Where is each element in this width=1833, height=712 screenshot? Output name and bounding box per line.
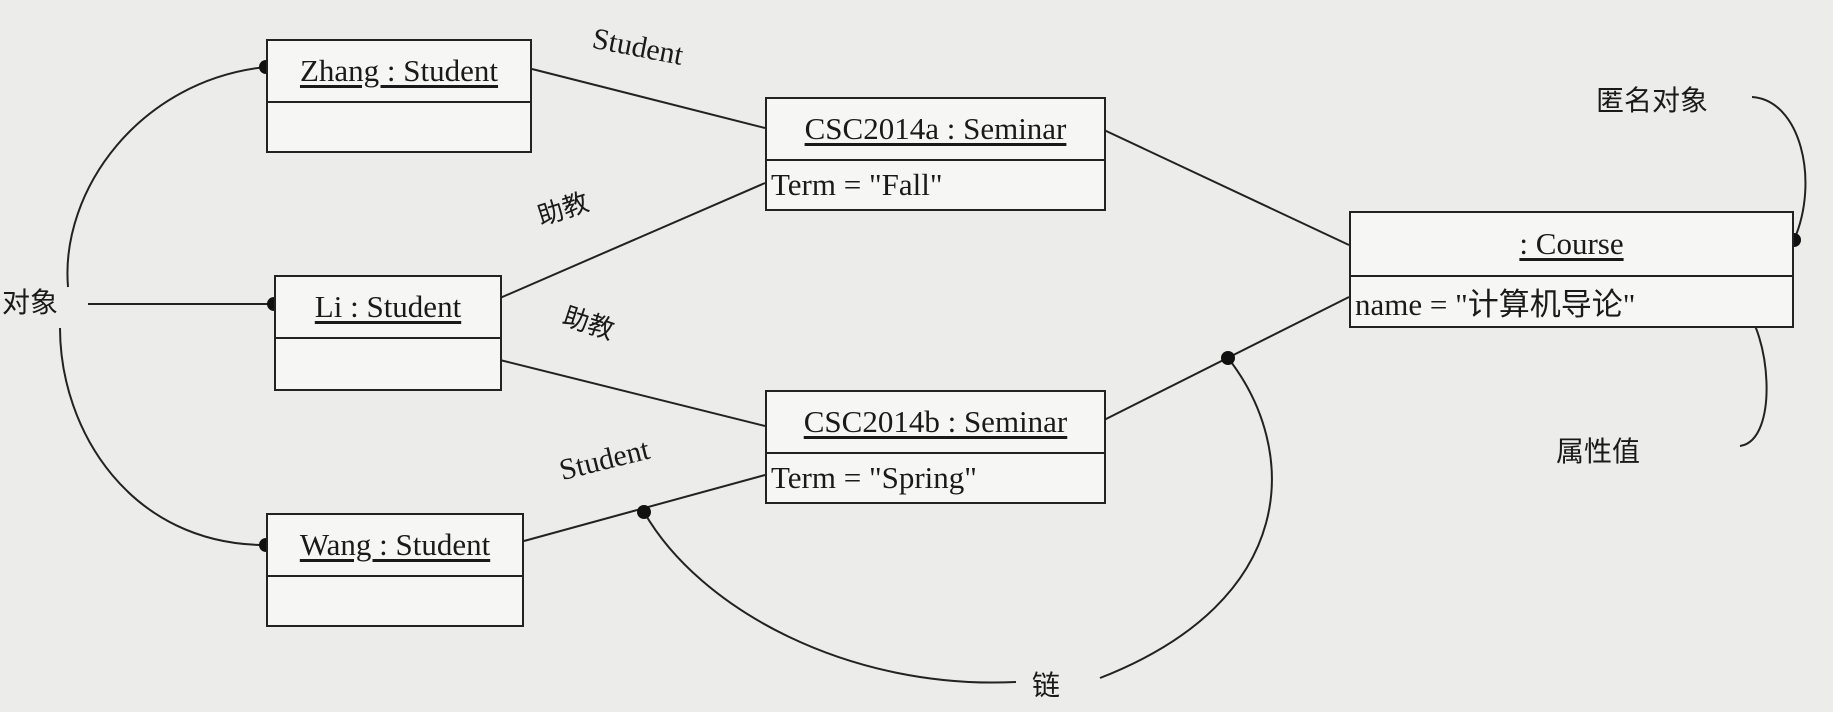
object-seminar-b-name: CSC2014b : Seminar	[767, 392, 1104, 454]
link-seminar-a-course	[1103, 129, 1350, 246]
object-seminar-b-attr: Term = "Spring"	[771, 460, 977, 495]
link-zhang-seminar-a	[531, 68, 766, 129]
object-li-attr	[276, 339, 500, 389]
pointer-object-zhang	[66, 66, 267, 288]
object-course: : Course name = "计算机导论"	[1349, 211, 1794, 328]
link-li-seminar-a	[499, 182, 766, 299]
object-wang-name: Wang : Student	[268, 515, 522, 577]
dot-link-b	[637, 505, 651, 519]
annotation-anonymous-object: 匿名对象	[1596, 84, 1709, 117]
object-li-name: Li : Student	[276, 277, 500, 339]
object-course-name: : Course	[1351, 213, 1792, 277]
object-wang: Wang : Student	[266, 513, 524, 627]
pointer-anonymous-object	[1751, 96, 1807, 241]
object-zhang-attr	[268, 103, 530, 151]
object-seminar-a-name: CSC2014a : Seminar	[767, 99, 1104, 161]
object-zhang: Zhang : Student	[266, 39, 532, 153]
object-seminar-a: CSC2014a : Seminar Term = "Fall"	[765, 97, 1106, 211]
dot-link-a	[1221, 351, 1235, 365]
object-seminar-a-attr: Term = "Fall"	[771, 167, 943, 202]
annotation-object: 对象	[2, 286, 59, 319]
object-course-attr: name = "计算机导论"	[1355, 287, 1636, 322]
object-wang-attr	[268, 577, 522, 625]
pointer-object-wang	[59, 327, 267, 546]
object-li: Li : Student	[274, 275, 502, 391]
annotation-attribute-value: 属性值	[1556, 435, 1641, 468]
object-seminar-b: CSC2014b : Seminar Term = "Spring"	[765, 390, 1106, 504]
link-li-seminar-b	[499, 359, 766, 427]
pointer-link-a	[1099, 357, 1273, 679]
pointer-link-b	[643, 511, 1017, 684]
annotation-link: 链	[1032, 669, 1061, 702]
object-zhang-name: Zhang : Student	[268, 41, 530, 103]
